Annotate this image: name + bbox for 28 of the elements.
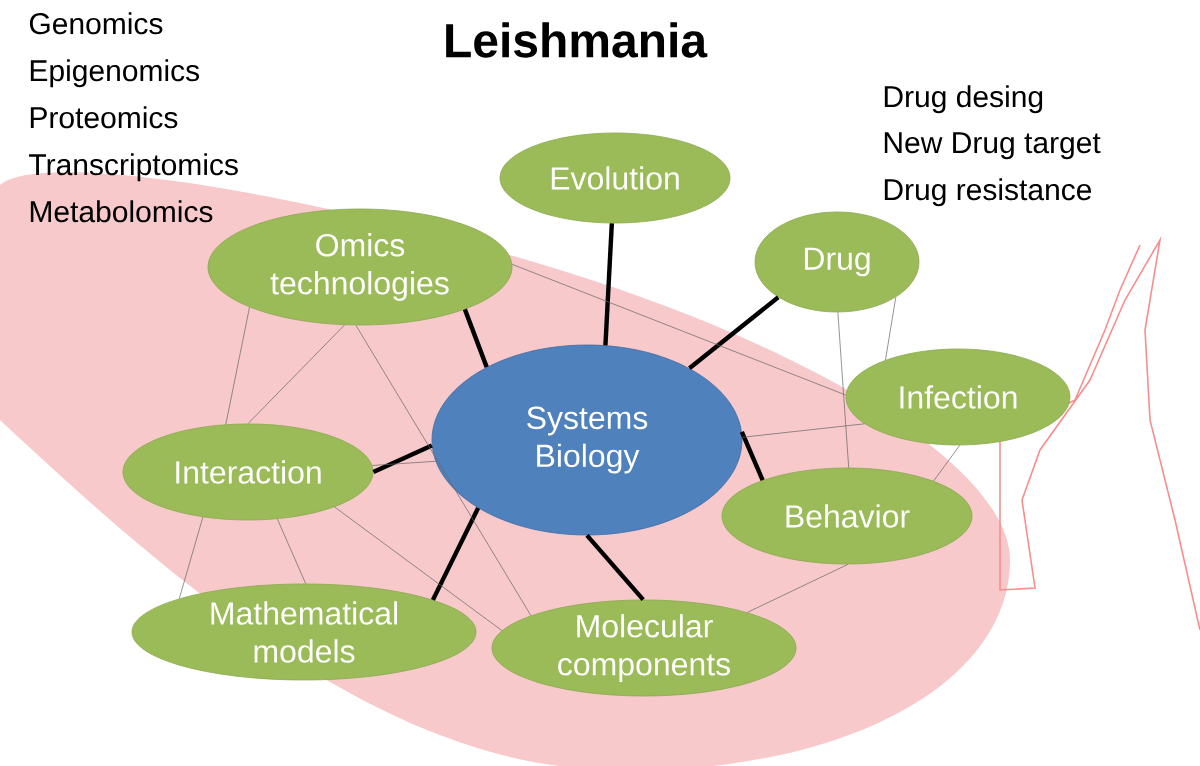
connector-line — [462, 308, 489, 368]
label-text: New Drug target — [884, 132, 1101, 160]
connector-line — [511, 264, 847, 396]
connector-line — [585, 533, 645, 602]
title: Leishmania — [446, 22, 708, 58]
connector-line — [225, 306, 250, 425]
label-text: Genomics — [29, 12, 163, 35]
connector-line — [885, 296, 897, 361]
connector-line — [277, 518, 307, 584]
connector-line — [603, 223, 615, 346]
connector-line — [742, 423, 865, 438]
label-text: Drug resistance — [884, 178, 1092, 207]
connector-line — [933, 445, 961, 482]
connector-line — [178, 516, 204, 599]
label-text: Proteomics — [30, 106, 178, 129]
connector-line — [355, 325, 532, 616]
connector-line — [372, 443, 433, 474]
label-text: Drug desing — [884, 85, 1043, 114]
connector-line — [837, 312, 850, 468]
label-text: Transcriptomics — [29, 153, 238, 182]
connector-line — [688, 295, 780, 370]
connector-line — [247, 324, 345, 424]
connector-line — [747, 564, 849, 613]
connector-line — [371, 460, 436, 466]
connector-line — [739, 431, 765, 482]
connector-line — [334, 506, 503, 631]
connector-line — [430, 507, 481, 601]
label-text: Epigenomics — [30, 59, 199, 88]
